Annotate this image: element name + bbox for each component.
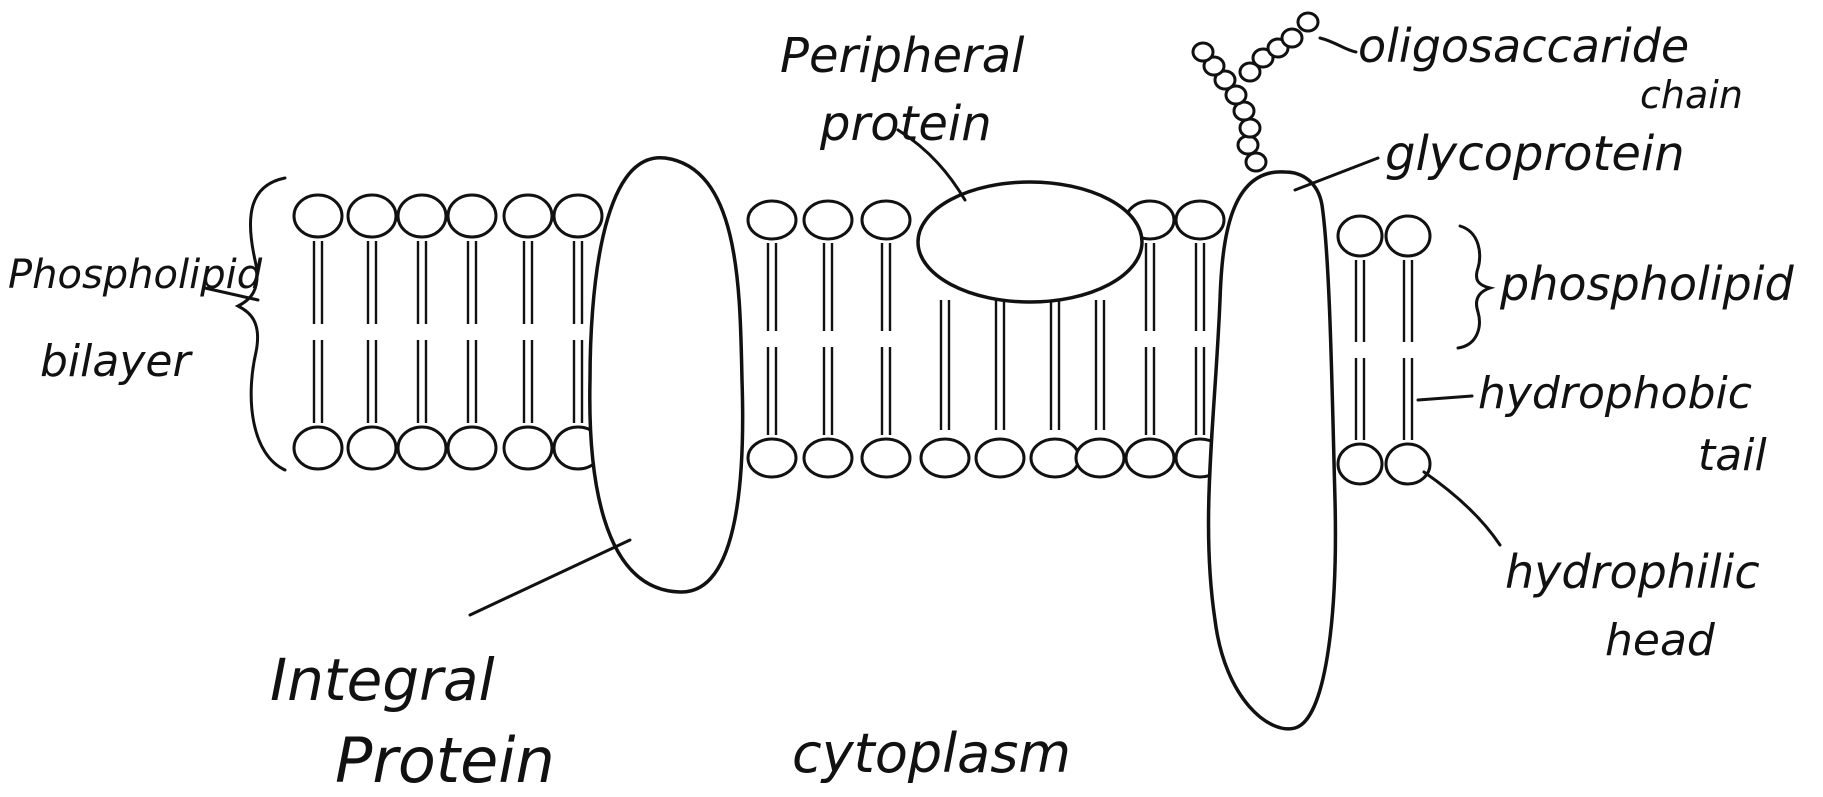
phospholipid-molecule	[1338, 216, 1382, 484]
pointer-hydrophilic-head	[1424, 472, 1500, 545]
hydrophilic-head	[804, 439, 852, 477]
phospholipid-brace	[1458, 226, 1490, 348]
hydrophilic-head	[1076, 439, 1124, 477]
hydrophilic-head	[862, 439, 910, 477]
hydrophilic-head	[1176, 201, 1224, 239]
hydrophilic-head	[862, 201, 910, 239]
hydrophilic-head	[554, 195, 602, 237]
phospholipid-molecule	[504, 195, 552, 469]
hydrophilic-head	[448, 427, 496, 469]
label-phospholipid-bilayer-2: bilayer	[40, 336, 193, 387]
hydrophilic-head	[348, 195, 396, 237]
label-oligosaccharide-2: chain	[1640, 73, 1743, 117]
hydrophilic-head	[748, 439, 796, 477]
hydrophilic-head	[294, 195, 342, 237]
phospholipid-molecule	[921, 300, 969, 477]
phospholipid-molecule	[748, 201, 796, 477]
phospholipid-molecule	[1076, 300, 1124, 477]
hydrophilic-head	[921, 439, 969, 477]
hydrophilic-head	[1031, 439, 1079, 477]
label-hydrophilic-head-1: hydrophilic	[1505, 545, 1760, 599]
label-peripheral-protein-1: Peripheral	[780, 28, 1025, 84]
label-phospholipid-bilayer-1: Phospholipid	[8, 252, 263, 298]
hydrophilic-head	[348, 427, 396, 469]
hydrophilic-head	[448, 195, 496, 237]
right-bilayer-segment	[1338, 216, 1430, 484]
phospholipid-molecule	[976, 300, 1024, 477]
glycoprotein-shape	[1209, 172, 1336, 729]
hydrophilic-head	[976, 439, 1024, 477]
hydrophilic-head	[1338, 444, 1382, 484]
label-hydrophobic-tail-1: hydrophobic	[1478, 368, 1752, 419]
hydrophilic-head	[294, 427, 342, 469]
hydrophilic-head	[504, 195, 552, 237]
oligosaccharide-chain	[1193, 13, 1318, 171]
phospholipid-molecule	[294, 195, 342, 469]
phospholipid-molecule	[348, 195, 396, 469]
phospholipid-molecule	[1386, 216, 1430, 484]
label-integral-protein-2: Protein	[335, 724, 555, 797]
label-peripheral-protein-2: protein	[819, 96, 992, 152]
phospholipid-molecule	[862, 201, 910, 477]
label-glycoprotein: glycoprotein	[1385, 126, 1685, 182]
hydrophilic-head	[1126, 439, 1174, 477]
phospholipid-molecule	[804, 201, 852, 477]
hydrophilic-head	[804, 201, 852, 239]
bilayer-brace	[238, 178, 285, 470]
pointer-hydrophobic-tail	[1418, 396, 1472, 400]
integral-protein-shape	[590, 158, 743, 592]
pointer-glycoprotein	[1295, 158, 1378, 190]
hydrophilic-head	[1386, 216, 1430, 256]
hydrophilic-head	[1338, 216, 1382, 256]
left-bilayer-segment	[294, 195, 602, 469]
peripheral-protein-shape	[918, 182, 1142, 302]
phospholipid-molecule	[1031, 300, 1079, 477]
label-hydrophobic-tail-2: tail	[1698, 430, 1767, 481]
hydrophilic-head	[398, 427, 446, 469]
label-integral-protein-1: Integral	[270, 646, 495, 714]
label-oligosaccharide-1: oligosaccaride	[1358, 19, 1689, 73]
phospholipid-molecule	[448, 195, 496, 469]
label-cytoplasm: cytoplasm	[792, 722, 1071, 785]
pointer-oligosaccharide	[1320, 38, 1356, 52]
label-hydrophilic-head-2: head	[1605, 615, 1716, 666]
phospholipid-molecule	[398, 195, 446, 469]
hydrophilic-head	[1386, 444, 1430, 484]
pointer-integral	[470, 540, 630, 615]
label-phospholipid: phospholipid	[1499, 257, 1795, 311]
hydrophilic-head	[504, 427, 552, 469]
hydrophilic-head	[748, 201, 796, 239]
hydrophilic-head	[398, 195, 446, 237]
